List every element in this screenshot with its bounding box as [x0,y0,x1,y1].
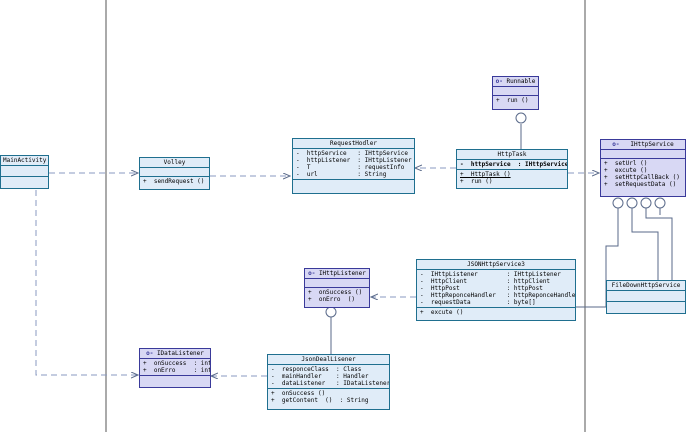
interface-name-label: Runnable [506,78,536,85]
operation: + run () [460,178,493,185]
class-name: Volley [140,158,209,168]
realization-socket [515,112,527,124]
operation: + excute () [420,309,464,316]
interface-ihttp-listener[interactable]: o- IHttpListener + onSuccess () + onErro… [304,268,370,308]
class-request-holder[interactable]: RequestHodler - httpService : IHttpServi… [292,138,415,194]
lollipop-interface-icon: o- [308,270,316,277]
attributes-section: + onSuccess : int + onErro : int [140,359,210,376]
class-file-down-http-service[interactable]: FileDownHttpService [606,280,686,314]
class-name: HttpTask [457,150,567,160]
attribute: - httpService : IHttpService [460,161,568,168]
operation: + getContent () : String [271,397,369,404]
attribute: - url : String [296,171,387,178]
lollipop-interface-icon: o- [495,78,503,85]
class-name: JsonDealLisener [268,355,389,365]
attribute: - HttpClient : httpClient [420,278,551,285]
operation: + run () [496,97,529,104]
interface-name: o- IDataListener [140,349,210,359]
class-http-task[interactable]: HttpTask - httpService : IHttpService + … [456,149,568,189]
attribute: - mainHandler : Handler [271,373,369,380]
attributes-section [607,291,685,302]
operations-section: + onSuccess () + onErro () [305,288,369,304]
interface-runnable[interactable]: o- Runnable + run () [492,76,539,110]
operations-section: + excute () [417,308,575,317]
attribute: - responceClass : Class [271,366,362,373]
realization-socket [640,197,652,209]
class-json-http-service[interactable]: JSONHttpService3 - IHttpListener : IHttp… [416,259,576,321]
operations-section [140,376,210,382]
attributes-section: - httpService : IHttpService [457,160,567,170]
operations-section: + setUrl () + excute () + setHttpCallBac… [601,159,685,189]
class-name: JSONHttpService3 [417,260,575,270]
attribute: + onSuccess : int [143,360,211,367]
realization-socket [654,197,666,209]
class-main-activity[interactable]: MainActivity [0,155,49,189]
attributes-section: - IHttpListener : IHttpListener - HttpCl… [417,270,575,308]
operation: + sendRequest () [143,178,205,185]
attribute: - T : requestInfo [296,164,405,171]
attributes-section [1,166,48,177]
operations-section: + sendRequest () [140,177,209,186]
operation: + onSuccess () [308,289,363,296]
attributes-section [305,279,369,288]
attribute: - dataListener : IDataListener [271,380,390,387]
realization-socket [626,197,638,209]
realization-socket [612,197,624,209]
operation: + setUrl () [604,160,648,167]
operation: + onErro () [308,296,355,303]
lollipop-interface-icon: o- [146,350,154,357]
attribute: - HttpPost : httpPost [420,285,543,292]
class-name: MainActivity [1,157,48,166]
attribute: + onErro : int [143,367,211,374]
attributes-section [493,87,538,96]
realization-line [645,208,673,280]
dependency-line [35,190,138,375]
operation: + onSuccess () [271,390,326,397]
attribute: - httpService : IHttpService [296,150,408,157]
interface-ihttp-service[interactable]: o- IHttpService + setUrl () + excute () … [600,139,686,197]
attributes-section [140,168,209,177]
interface-name: o- Runnable [493,77,538,87]
operations-section [1,177,48,183]
attribute: - HttpReponceHandler : httpReponceHandle… [420,292,576,299]
attributes-section: - httpService : IHttpService - httpListe… [293,149,414,180]
operations-section: + HttpTask () + run () [457,170,567,186]
operations-section: + onSuccess () + getContent () : String [268,389,389,405]
attribute: - IHttpListener : IHttpListener [420,271,561,278]
operation: + excute () [604,167,648,174]
class-volley[interactable]: Volley + sendRequest () [139,157,210,190]
attributes-section: - responceClass : Class - mainHandler : … [268,365,389,389]
operations-section [293,180,414,186]
operations-section: + run () [493,96,538,105]
interface-name-label: IHttpListener [318,270,366,277]
attribute: - requestData : byte[] [420,299,536,306]
realization-line [605,208,619,307]
operation: + HttpTask () [460,171,511,178]
interface-name-label: IDataListener [156,350,204,357]
class-name: RequestHodler [293,139,414,149]
realization-socket [325,306,337,318]
interface-name: o- IHttpService [601,140,685,150]
lollipop-interface-icon: o- [612,141,620,148]
class-json-deal-listener[interactable]: JsonDealLisener - responceClass : Class … [267,354,390,410]
realization-line [631,208,659,280]
operations-section [607,302,685,308]
attribute: - httpListener : IHttpListener [296,157,412,164]
attributes-section [601,150,685,159]
interface-idata-listener[interactable]: o- IDataListener + onSuccess : int + onE… [139,348,211,388]
class-name: FileDownHttpService [607,281,685,291]
operation: + setHttpCallBack () [604,174,680,181]
interface-name: o- IHttpListener [305,269,369,279]
operation: + setRequestData () [604,181,677,188]
interface-name-label: IHttpService [630,141,674,148]
